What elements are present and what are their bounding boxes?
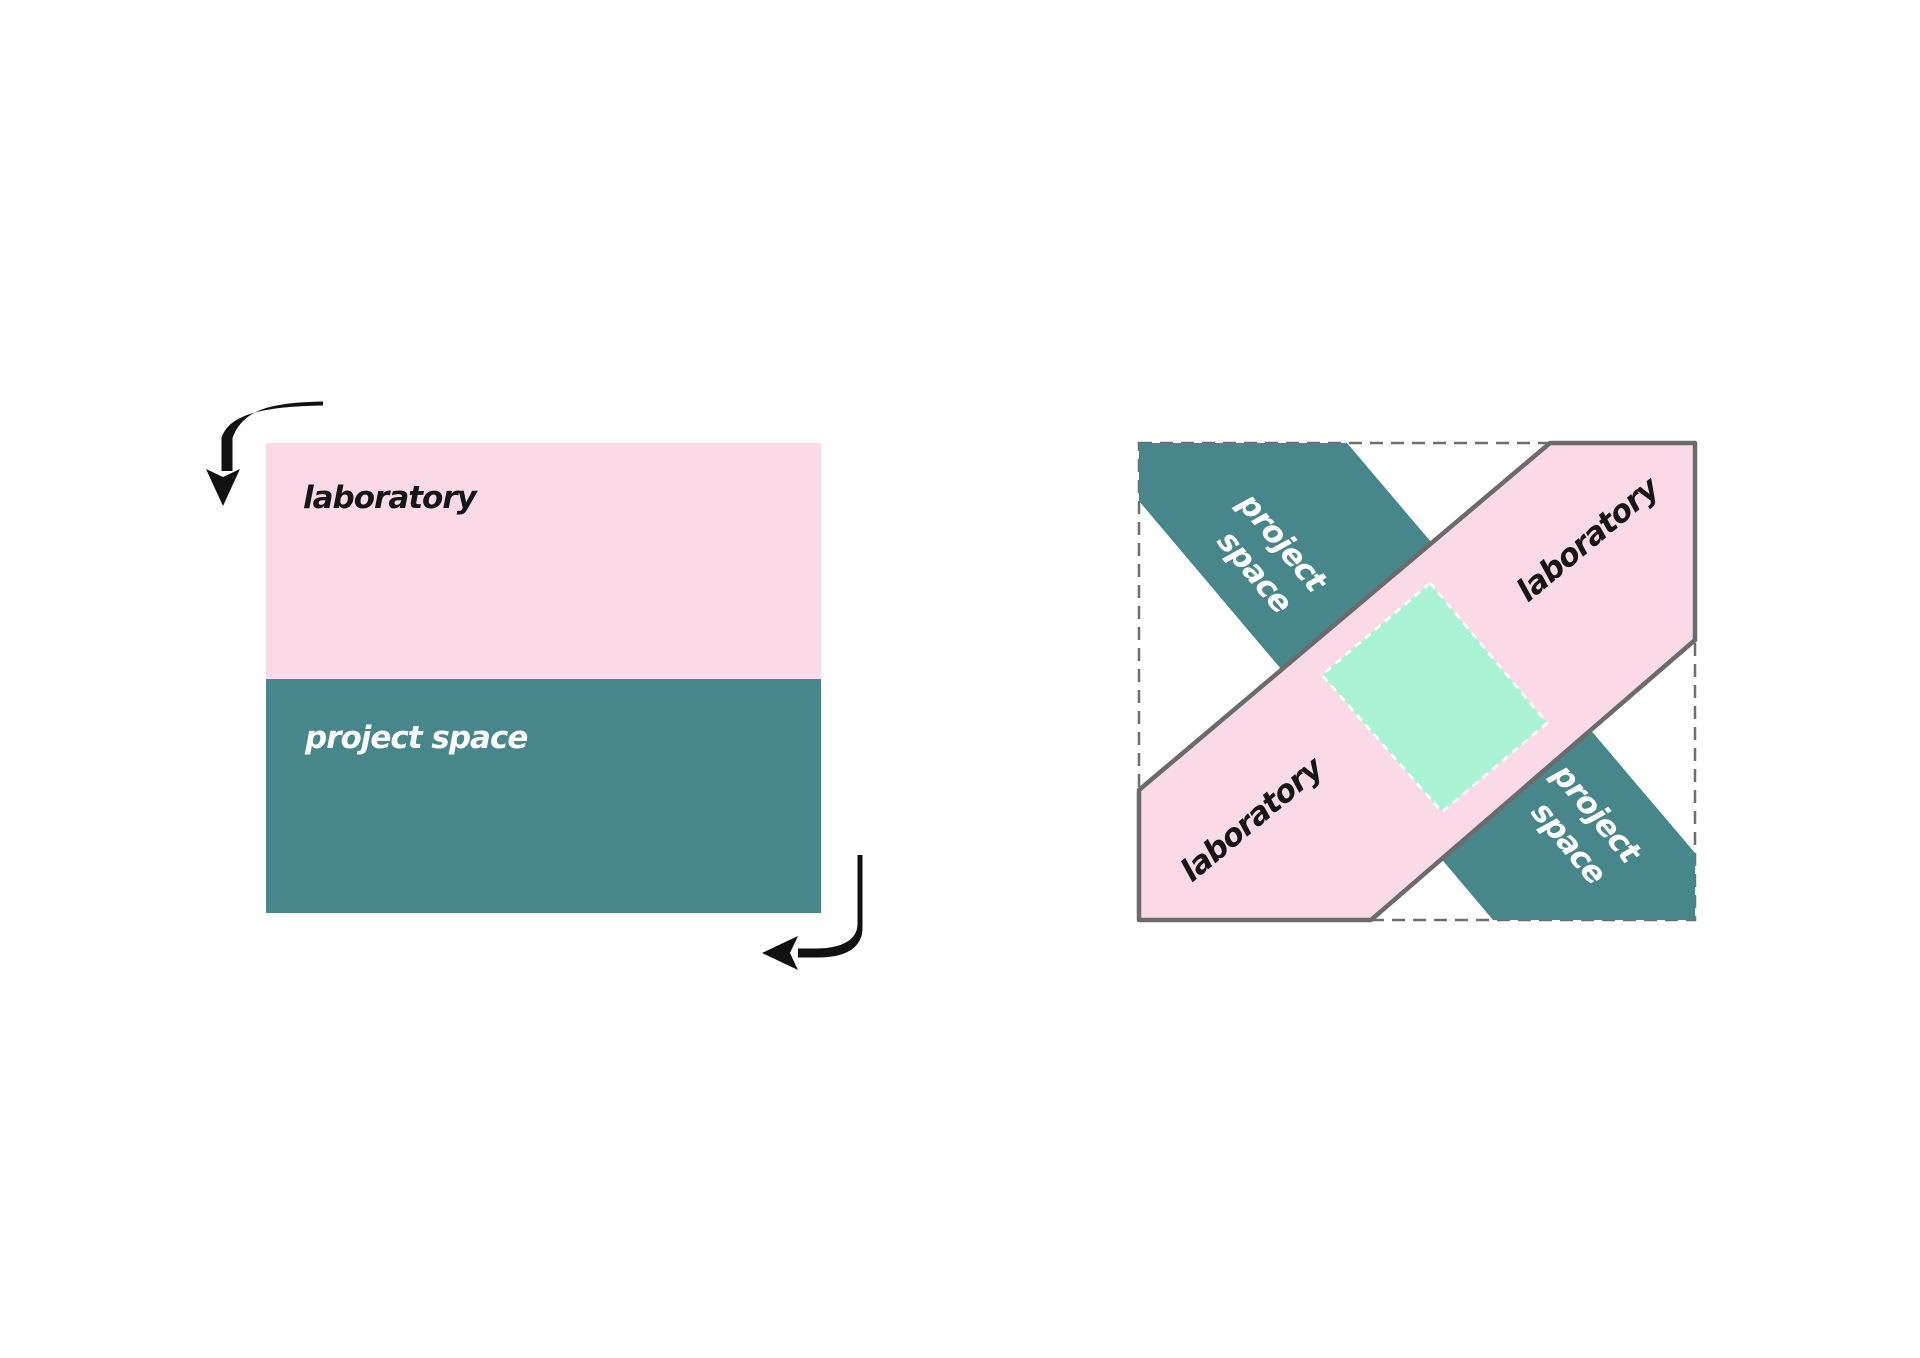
right-diagram: project space project space laboratory l…	[1136, 440, 1698, 923]
rotate-arrow-top-left	[206, 401, 323, 506]
rotate-arrow-bottom-right-head	[762, 936, 798, 970]
laboratory-label: laboratory	[303, 480, 479, 516]
rotate-arrow-top-left-head	[206, 469, 240, 506]
overlap-square	[1320, 581, 1549, 814]
left-diagram: laboratory project space	[206, 401, 863, 970]
rotate-arrow-bottom-right	[762, 855, 863, 970]
project-space-label: project space	[304, 720, 527, 756]
boundary-dashed-rect	[1137, 441, 1697, 922]
laboratory-rect	[266, 443, 821, 679]
rotate-arrow-top-left-shaft	[221, 401, 323, 471]
project-space-rect	[266, 679, 821, 913]
